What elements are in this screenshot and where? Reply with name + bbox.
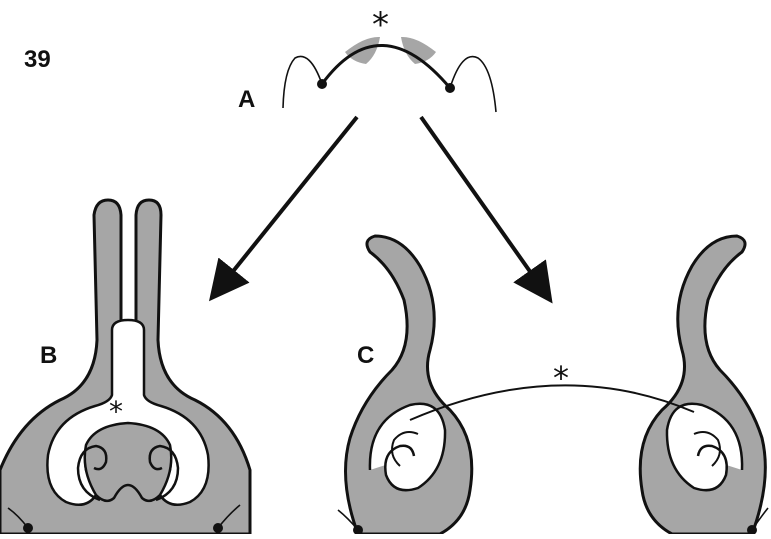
panel-b-label: B: [40, 344, 57, 368]
panel-a-ectoderm-right: [450, 57, 496, 112]
arrow-to-panel-c: [421, 117, 548, 297]
panel-a-ectoderm-left: [283, 56, 322, 108]
arrow-to-panel-b: [214, 117, 357, 295]
panel-a-neural-plate: [283, 37, 496, 112]
panel-b-neural-tube: [0, 200, 250, 534]
panel-a-label: A: [238, 88, 255, 112]
figure-number: 39: [24, 48, 51, 72]
panel-c-asterisk-marker: *: [553, 362, 569, 394]
panel-a-asterisk-marker: *: [372, 8, 389, 42]
panel-b-asterisk-marker: *: [109, 398, 123, 426]
panel-b-node-right: [213, 523, 223, 533]
panel-c-label: C: [357, 344, 374, 368]
panel-a-node-right: [445, 83, 455, 93]
panel-a-node-left: [317, 79, 327, 89]
panel-b-node-left: [23, 523, 33, 533]
